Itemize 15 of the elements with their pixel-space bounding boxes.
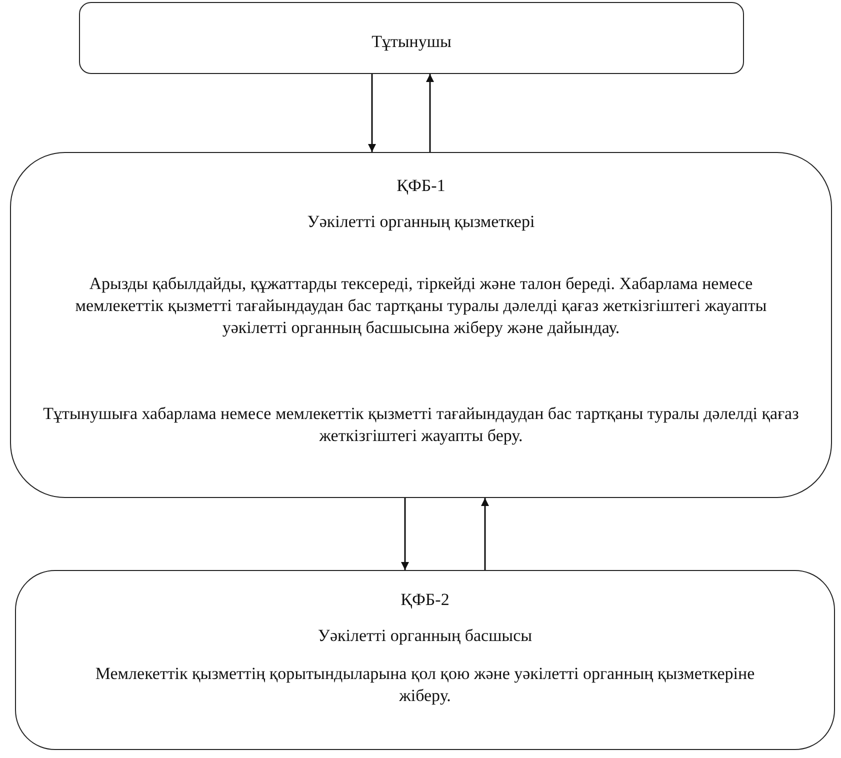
arrow [481,498,489,570]
arrow [401,498,409,570]
actor-box [79,2,744,74]
step-description: Арызды қабылдайды, құжаттарды тексереді, тіркейді және талон береді. Хабарлама немесе мемлекеттік қызметті тағайындаудан бас тартқаны туралы дәлелді қағаз жеткізгіштегі жауапты уәкілетті органның басшысына жіберу және дайындау. [74,273,768,339]
arrow [368,74,376,152]
process-box [10,152,832,498]
step-description: Мемлекеттік қызметтің қорытындыларына қол қою және уәкілетті органның қызметкеріне жіберу. [94,663,756,707]
process-box [15,570,835,750]
step-title: ҚФБ-2 [400,589,450,611]
role-label: Уәкілетті органның басшысы [316,625,534,647]
arrow [426,74,434,152]
step-description: Тұтынушыға хабарлама немесе мемлекеттік қызметті тағайындаудан бас тартқаны туралы дәлелді қағаз жеткізгіштегі жауапты беру. [42,403,800,447]
step-title: ҚФБ-1 [396,175,446,197]
actor-label: Тұтынушы [370,31,452,53]
role-label: Уәкілетті органның қызметкері [306,211,536,233]
